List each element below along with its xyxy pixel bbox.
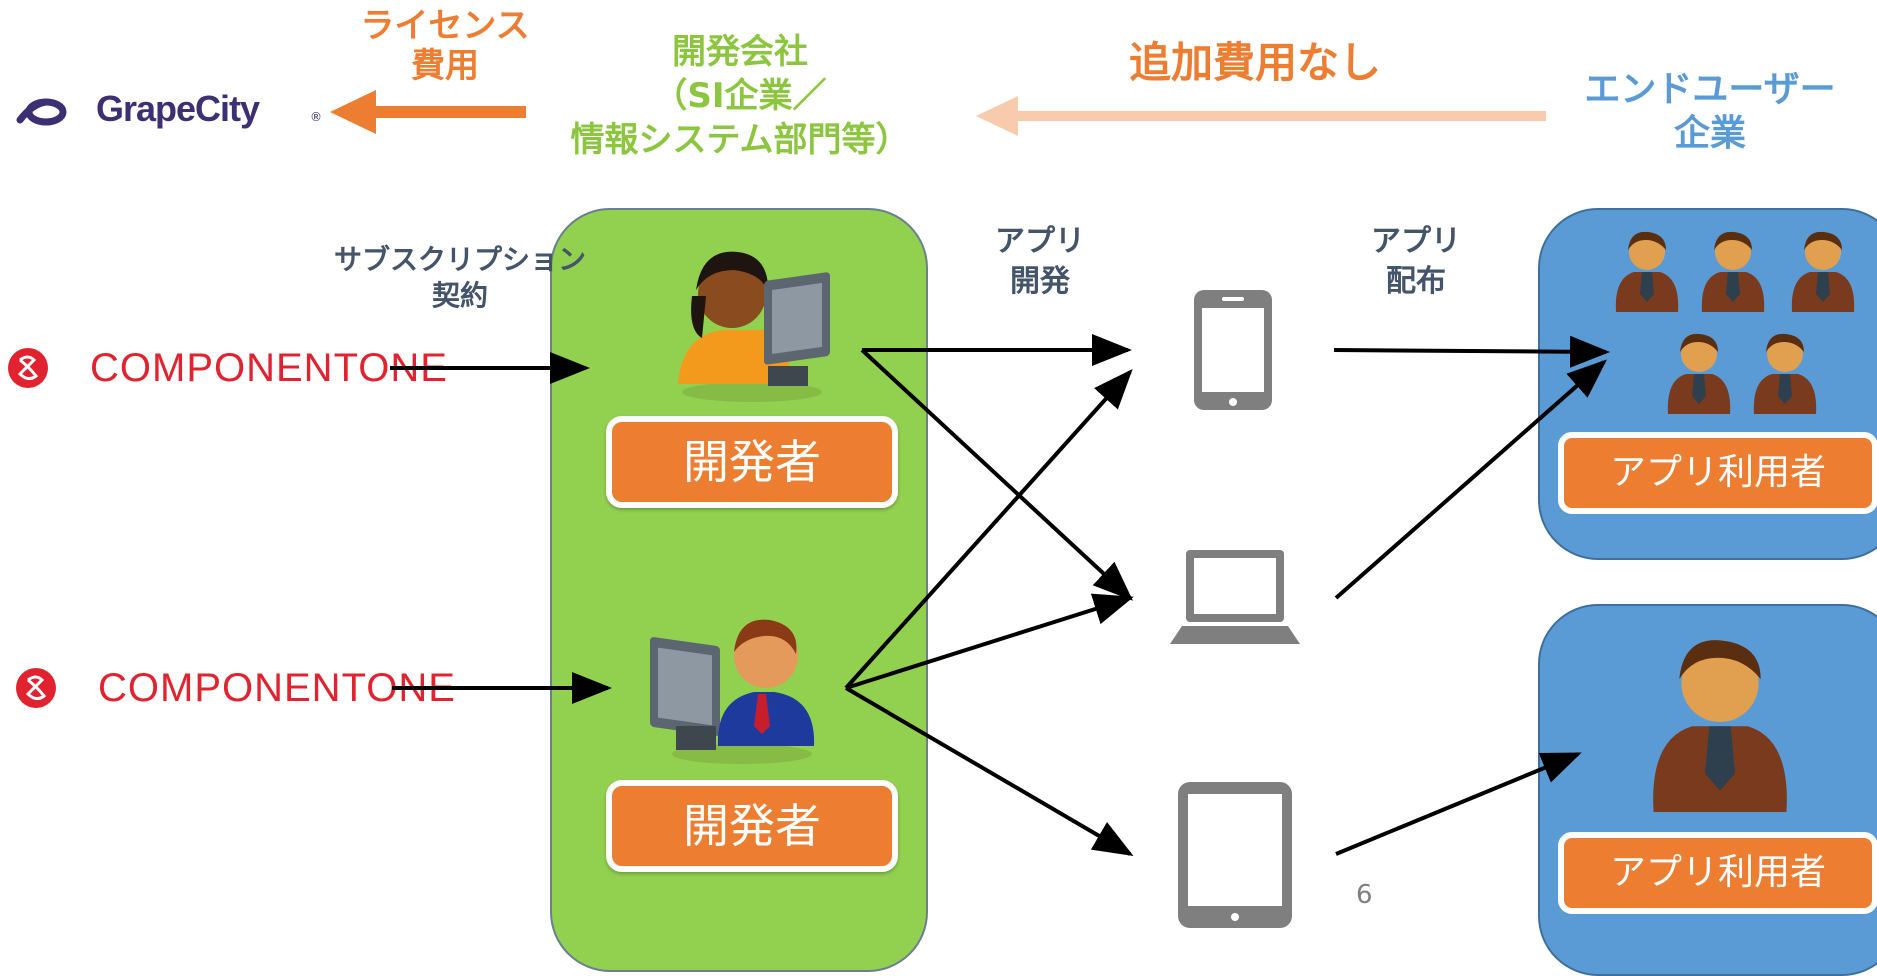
componentone-mark-icon bbox=[8, 348, 48, 388]
grapecity-wordmark: GrapeCity bbox=[96, 88, 260, 129]
componentone-wordmark-2: COMPONENTONE bbox=[98, 666, 456, 710]
business-user-icon bbox=[1653, 640, 1787, 812]
business-user-icon bbox=[1791, 231, 1855, 312]
license-fee-arrowhead bbox=[330, 90, 376, 134]
componentone-logo-1: COMPONENTONE bbox=[6, 346, 447, 394]
page-number: 6 bbox=[1356, 880, 1373, 910]
developer-role-box-1: 開発者 bbox=[606, 416, 898, 508]
smartphone-icon bbox=[1194, 290, 1272, 410]
componentone-wordmark-1: COMPONENTONE bbox=[90, 346, 448, 390]
developer-male-icon bbox=[650, 619, 815, 764]
grapecity-registered-mark: ® bbox=[310, 110, 322, 124]
license-fee-label: ライセンス 費用 bbox=[360, 6, 530, 86]
no-additional-fee-label: 追加費用なし bbox=[1128, 38, 1381, 87]
dev-company-title: 開発会社 （SI企業／ 情報システム部門等） bbox=[570, 32, 910, 160]
app-user-role-box-1: アプリ利用者 bbox=[1558, 432, 1877, 514]
developer-role-box-2: 開発者 bbox=[606, 780, 898, 872]
app-development-label: アプリ 開発 bbox=[995, 224, 1085, 299]
business-user-icon bbox=[1615, 231, 1679, 312]
business-user-icon bbox=[1701, 231, 1765, 312]
end-user-title: エンドユーザー 企業 bbox=[1584, 69, 1836, 154]
app-distribution-label: アプリ 配布 bbox=[1371, 224, 1461, 299]
tablet-icon bbox=[1178, 782, 1292, 928]
developer-female-icon bbox=[678, 251, 830, 402]
componentone-mark-icon bbox=[16, 668, 56, 708]
no-fee-arrowhead bbox=[976, 96, 1018, 136]
componentone-logo-2: COMPONENTONE bbox=[14, 666, 455, 714]
business-user-icon bbox=[1667, 333, 1731, 414]
subscription-contract-label: サブスクリプション 契約 bbox=[333, 243, 586, 312]
app-user-role-box-2: アプリ利用者 bbox=[1558, 832, 1877, 914]
grapecity-mark-icon bbox=[16, 98, 67, 126]
business-user-icon bbox=[1753, 333, 1817, 414]
grapecity-logo: GrapeCity ® bbox=[16, 88, 322, 132]
laptop-icon bbox=[1170, 550, 1300, 644]
